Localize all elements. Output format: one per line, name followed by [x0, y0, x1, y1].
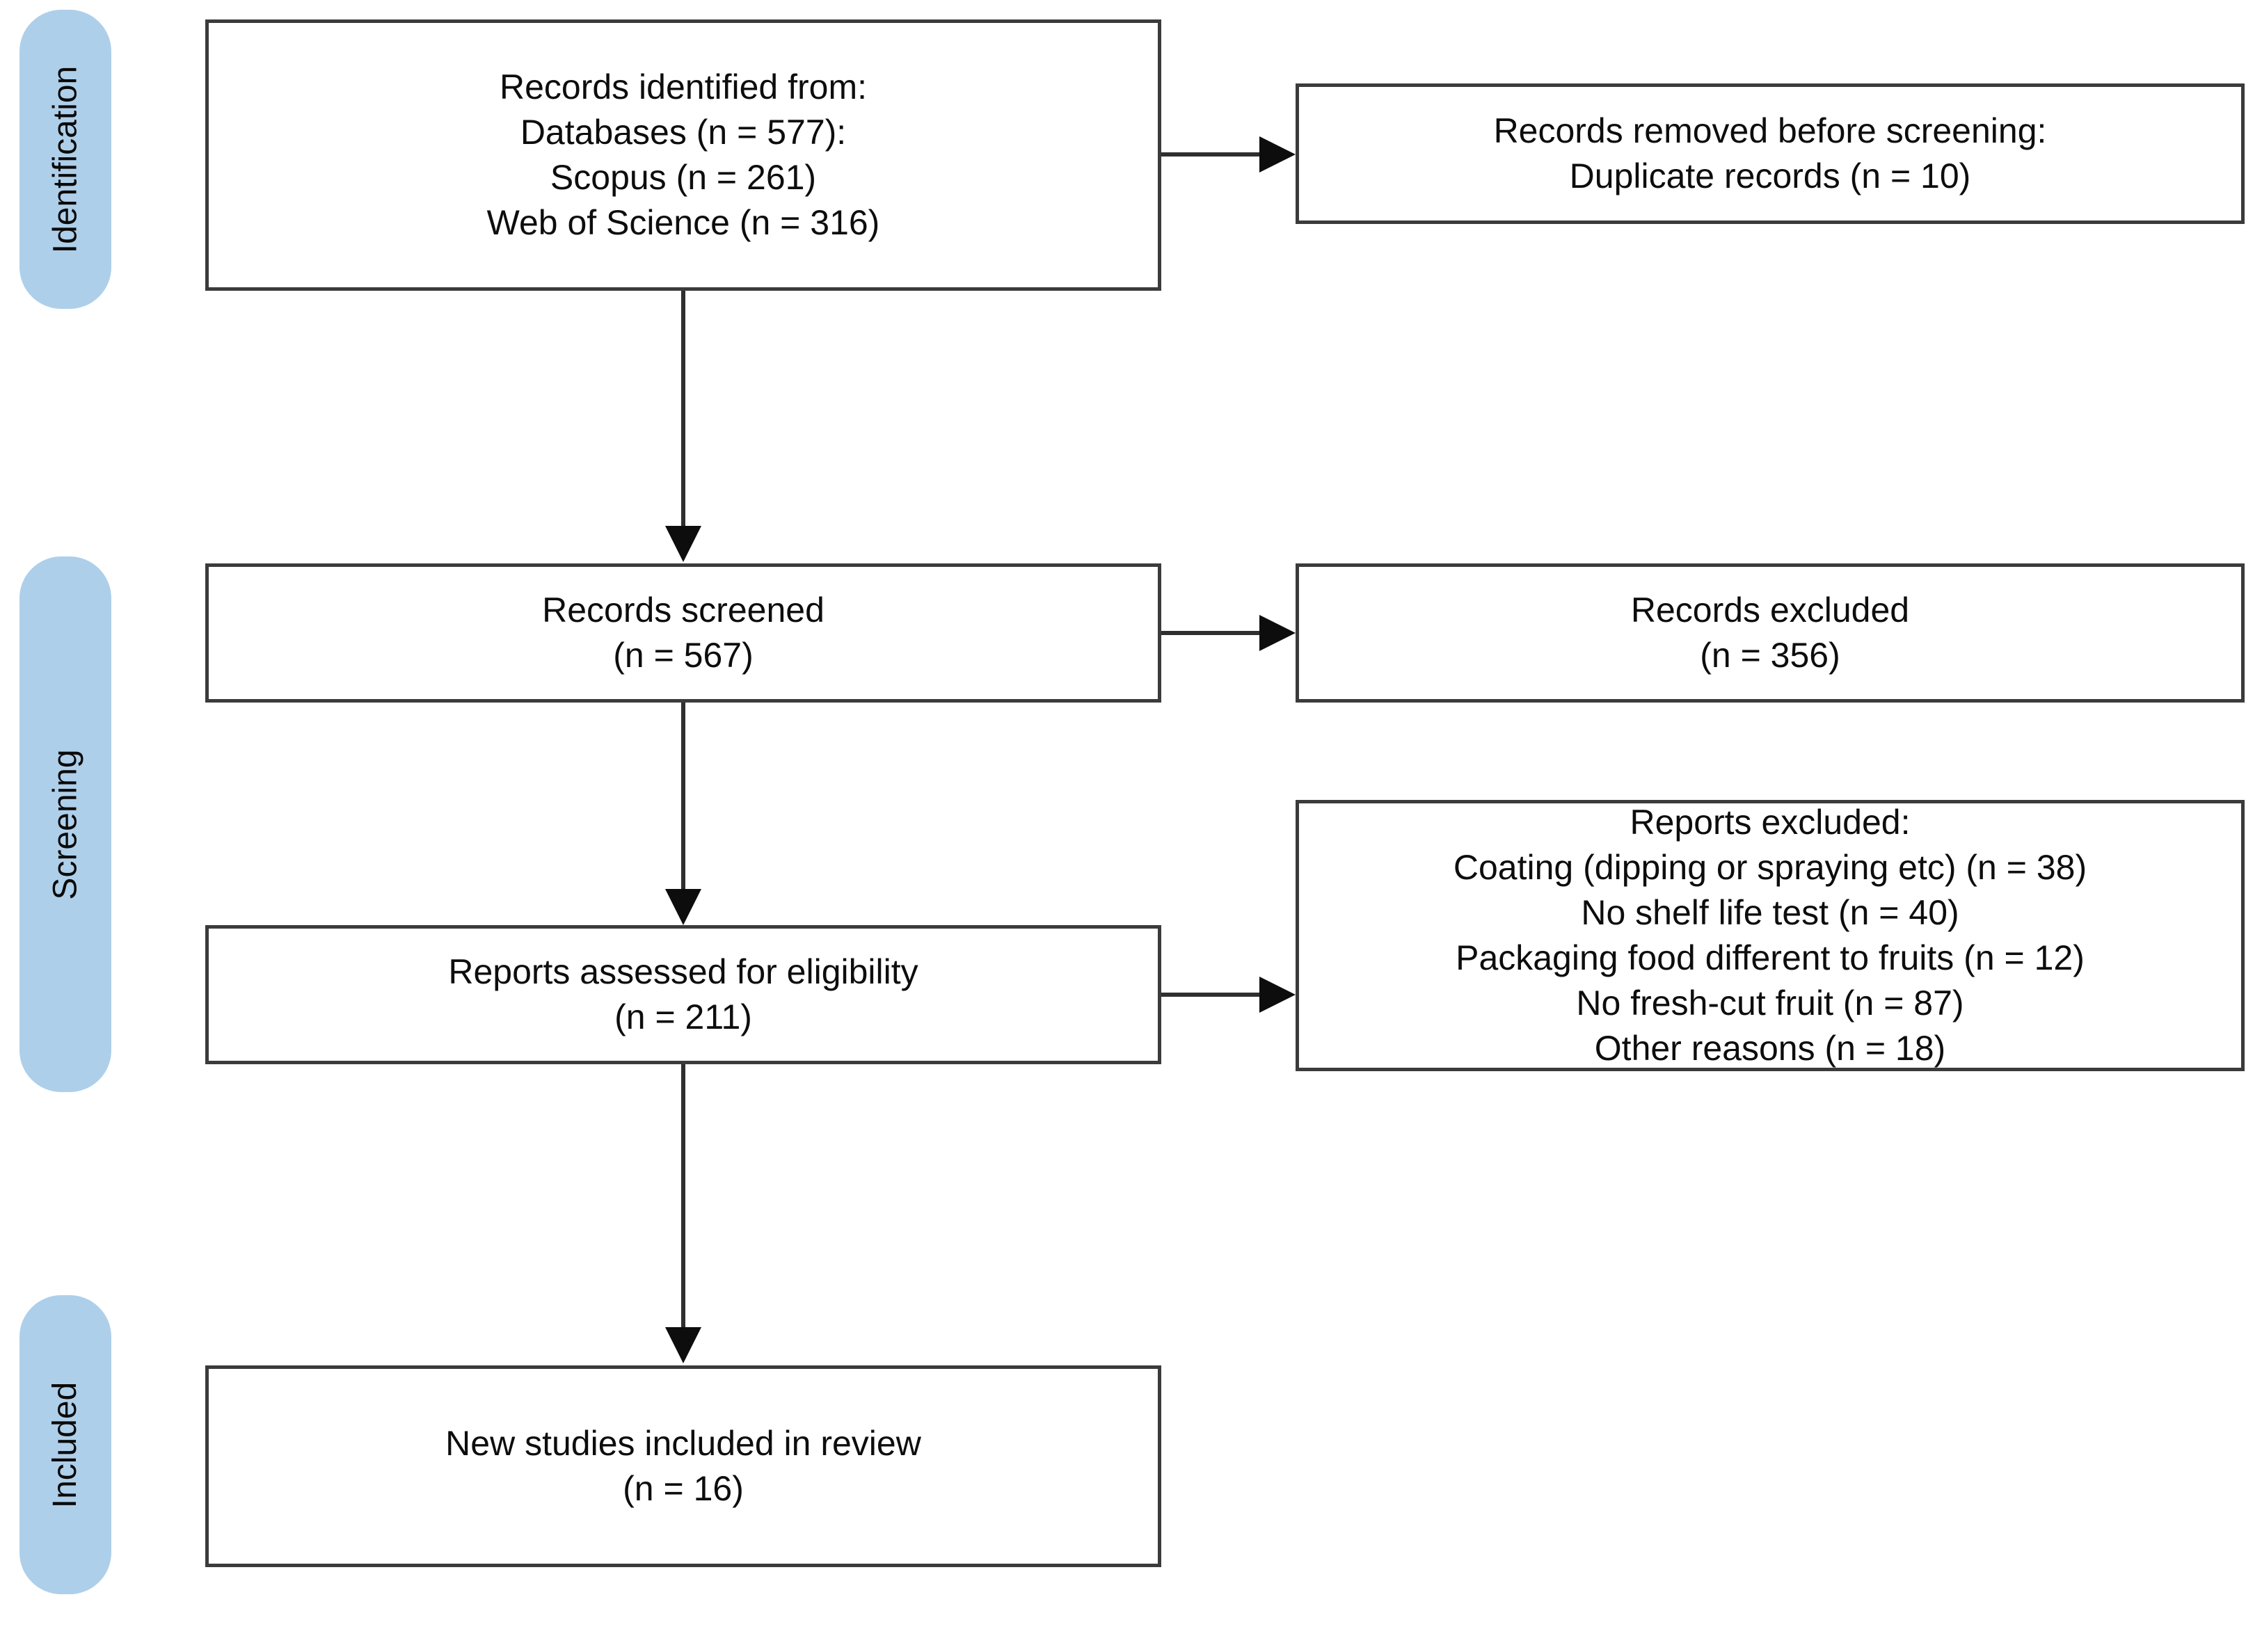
box-reports-excluded: Reports excluded: Coating (dipping or sp…: [1296, 800, 2245, 1071]
stage-pill-included: Included: [19, 1295, 111, 1594]
box-records-removed: Records removed before screening: Duplic…: [1296, 83, 2245, 224]
box-records-identified: Records identified from: Databases (n = …: [205, 19, 1161, 291]
box-records-excluded: Records excluded (n = 356): [1296, 563, 2245, 703]
records-identified-line-1: Records identified from:: [499, 67, 867, 106]
stage-label-identification: Identification: [47, 65, 84, 253]
records-identified-line-3: Scopus (n = 261): [550, 158, 817, 197]
records-excluded-line-1: Records excluded: [1630, 591, 1910, 629]
connector-assessed-to-included: [681, 1064, 685, 1329]
records-removed-line-2: Duplicate records (n = 10): [1569, 157, 1971, 195]
records-screened-line-1: Records screened: [542, 591, 825, 629]
reports-assessed-line-1: Reports assessed for eligibility: [448, 952, 918, 991]
reports-assessed-line-2: (n = 211): [614, 997, 752, 1036]
records-removed-line-1: Records removed before screening:: [1493, 111, 2047, 150]
box-records-screened: Records screened (n = 567): [205, 563, 1161, 703]
studies-included-line-2: (n = 16): [623, 1469, 744, 1508]
reports-excluded-line-6: Other reasons (n = 18): [1594, 1029, 1946, 1068]
connector-assessed-to-reports-excluded: [1161, 993, 1262, 997]
reports-excluded-line-3: No shelf life test (n = 40): [1581, 893, 1959, 932]
stage-pill-identification: Identification: [19, 10, 111, 309]
connector-identified-to-screened: [681, 291, 685, 527]
arrowhead-identified-to-removed: [1259, 136, 1296, 173]
records-excluded-line-2: (n = 356): [1700, 636, 1840, 675]
arrowhead-identified-to-screened: [665, 526, 701, 562]
reports-excluded-line-5: No fresh-cut fruit (n = 87): [1576, 984, 1964, 1023]
records-identified-line-2: Databases (n = 577):: [520, 113, 847, 152]
stage-label-screening: Screening: [47, 748, 84, 900]
connector-screened-to-assessed: [681, 703, 685, 890]
box-reports-assessed: Reports assessed for eligibility (n = 21…: [205, 925, 1161, 1064]
records-screened-line-2: (n = 567): [613, 636, 754, 675]
reports-excluded-line-4: Packaging food different to fruits (n = …: [1456, 938, 2085, 977]
arrowhead-screened-to-excluded: [1259, 615, 1296, 651]
records-identified-line-4: Web of Science (n = 316): [486, 203, 880, 242]
connector-screened-to-excluded: [1161, 631, 1262, 635]
connector-identified-to-removed: [1161, 152, 1262, 157]
box-studies-included: New studies included in review (n = 16): [205, 1365, 1161, 1567]
reports-excluded-line-2: Coating (dipping or spraying etc) (n = 3…: [1453, 848, 2087, 887]
stage-pill-screening: Screening: [19, 556, 111, 1092]
arrowhead-screened-to-assessed: [665, 889, 701, 925]
reports-excluded-line-1: Reports excluded:: [1630, 803, 1911, 842]
arrowhead-assessed-to-included: [665, 1327, 701, 1363]
stage-label-included: Included: [47, 1381, 84, 1508]
studies-included-line-1: New studies included in review: [445, 1424, 921, 1463]
arrowhead-assessed-to-reports-excluded: [1259, 977, 1296, 1013]
